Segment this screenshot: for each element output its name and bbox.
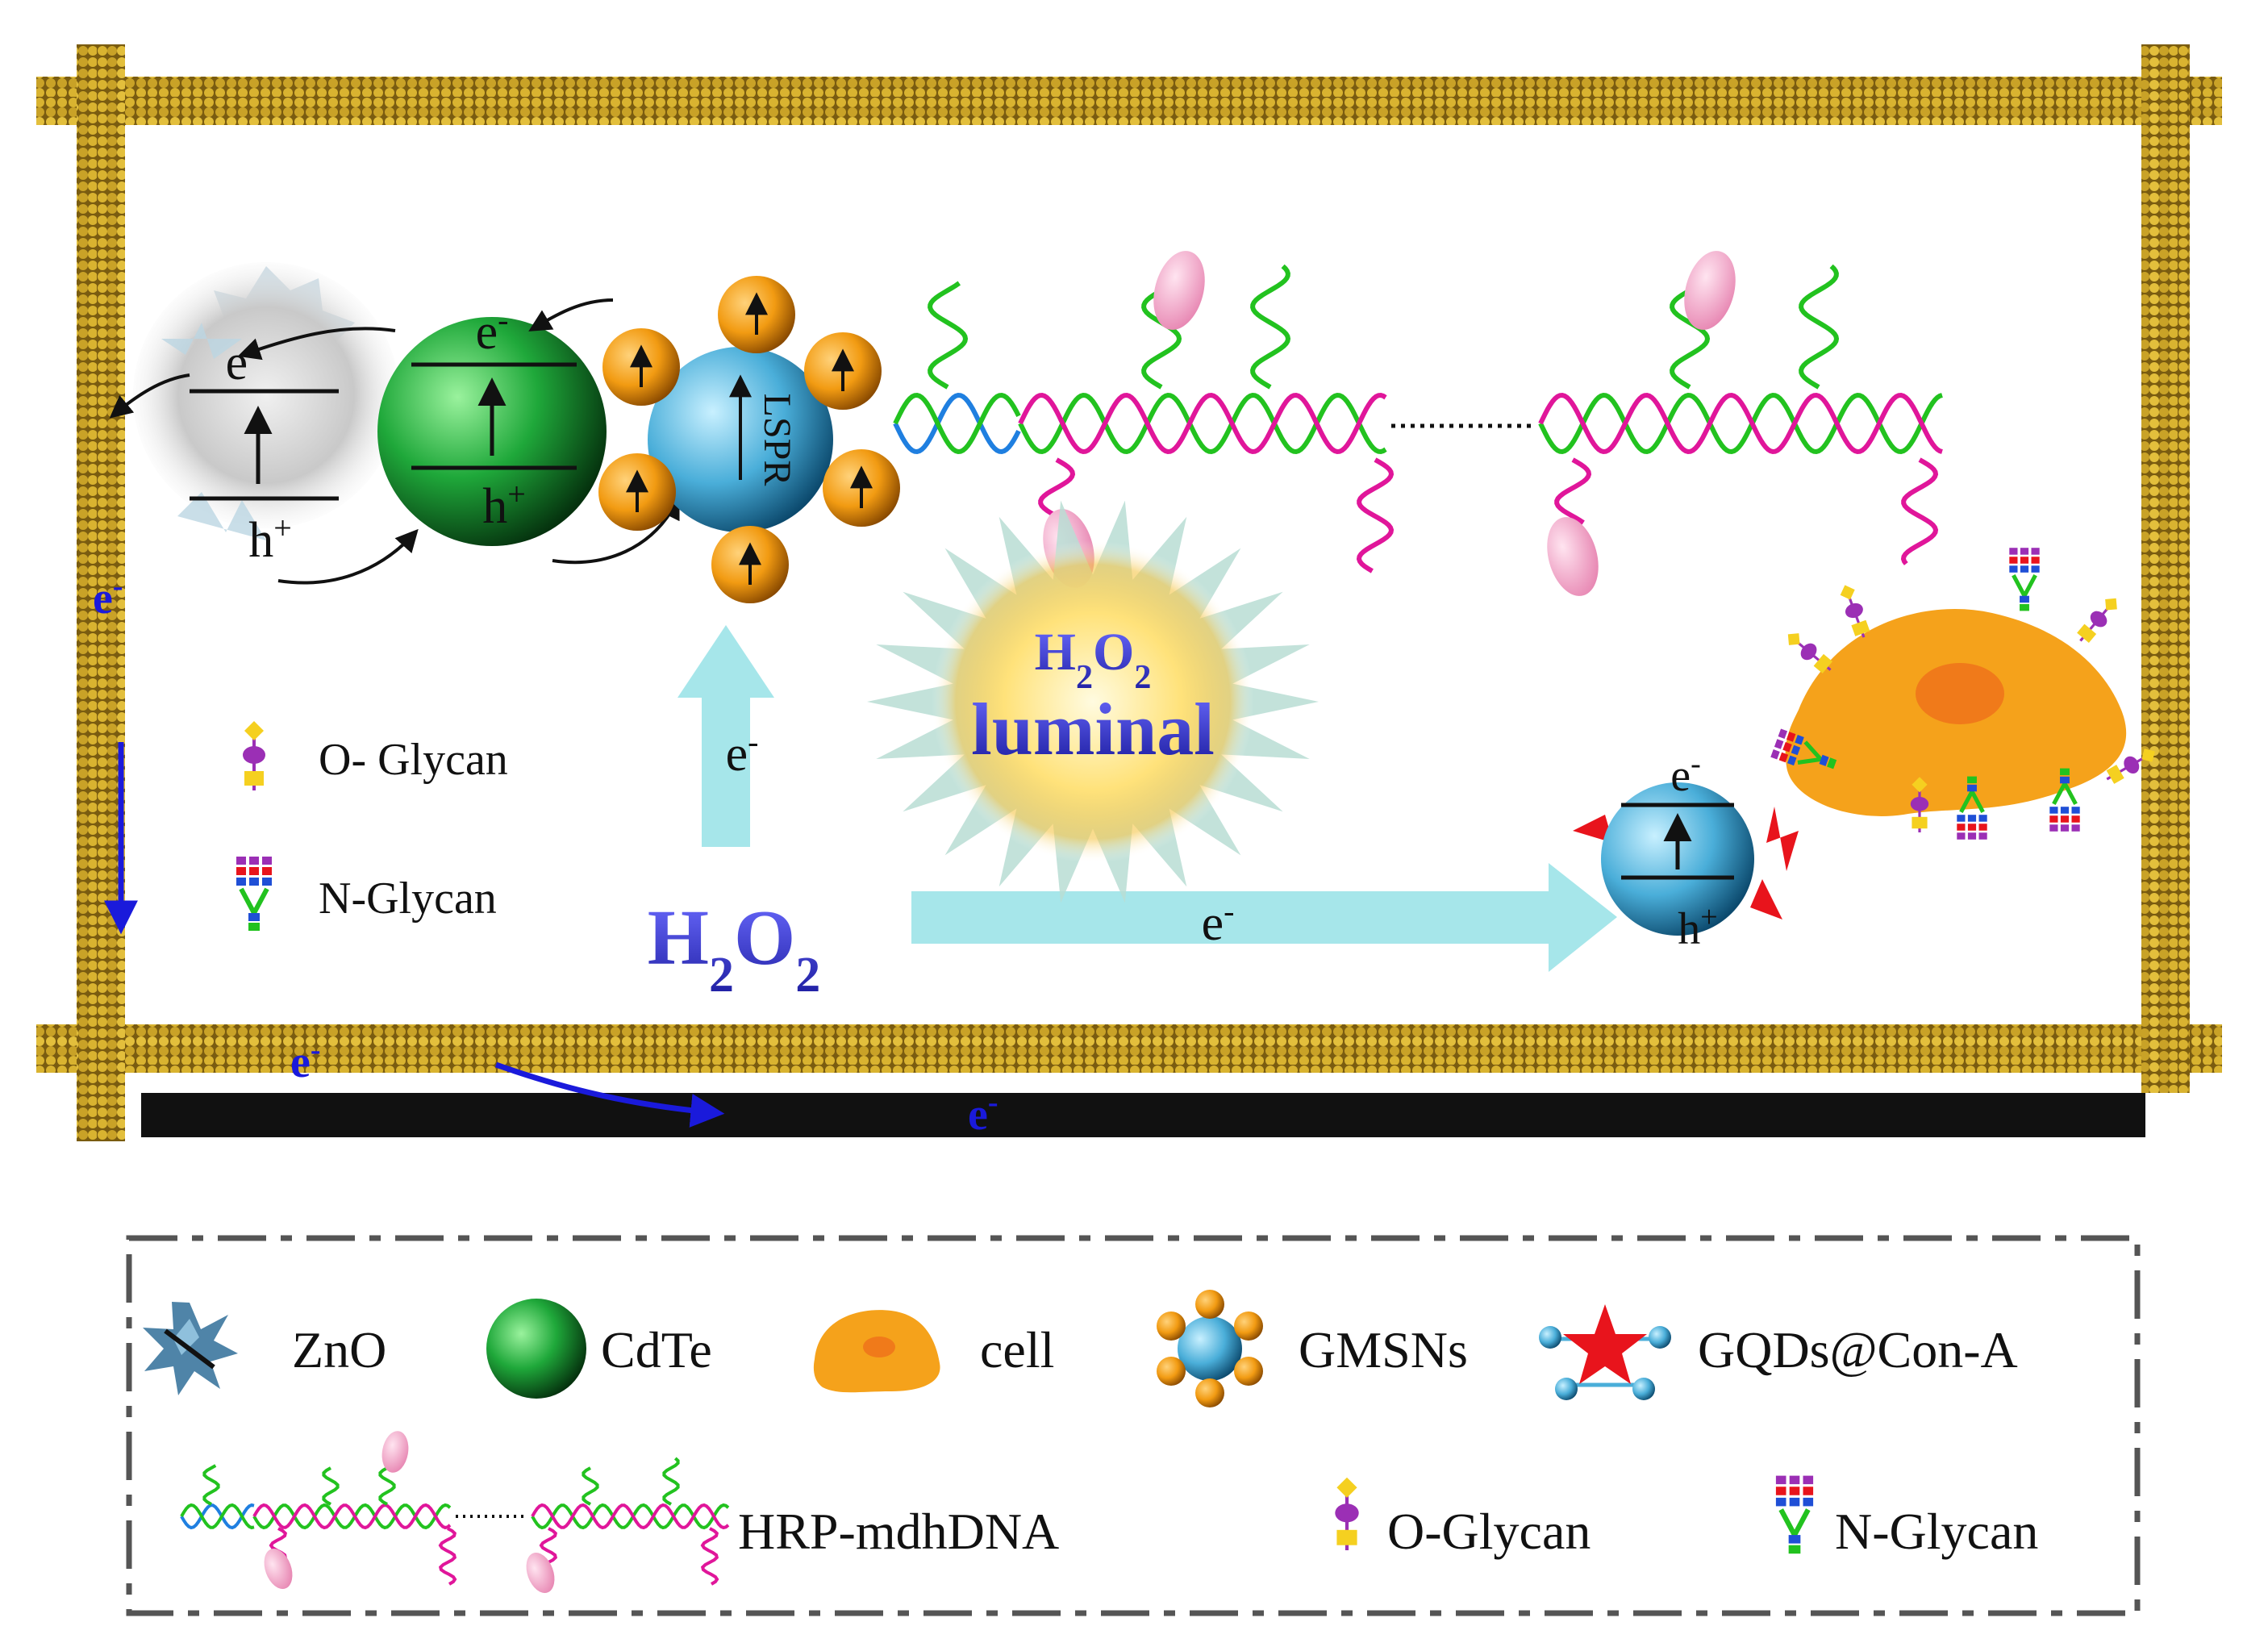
cyan-arrow-up: e-	[677, 625, 774, 847]
helix-left-strand-a	[1018, 392, 1387, 455]
dangling-strand-down	[1900, 457, 1939, 565]
o-glycan-icon	[243, 721, 265, 790]
gold-nanoparticles	[598, 276, 900, 603]
burst-h2o2-label: H2O2	[1035, 623, 1152, 696]
gold-rail-top	[36, 77, 2222, 125]
cdte-icon	[486, 1299, 586, 1399]
dangling-strand-up	[928, 281, 969, 390]
hrp-enzyme	[1153, 251, 1205, 330]
legend-row2: HRP-mdhDNA O-Glycan N-Glycan	[180, 1431, 2038, 1594]
cdte-quantum-dot: e- h+	[377, 302, 607, 546]
legend-helix-right-strand-a	[531, 1503, 730, 1530]
cell	[1770, 548, 2155, 840]
inset-o-glycan-label: O- Glycan	[319, 735, 508, 785]
helix-start-strand-b	[893, 392, 1021, 455]
gold-rail-right	[2141, 44, 2190, 1093]
svg-text:e-: e-	[1670, 747, 1701, 801]
charge-transfer-arrows	[109, 298, 680, 585]
legend-gqds-label: GQDs@Con-A	[1698, 1321, 2018, 1378]
h2o2-label: H2O2	[648, 894, 820, 1003]
n-glycan-icon	[1775, 1475, 1814, 1554]
legend-row1: ZnO CdTe cell GMSNs GQDs@Con-A	[143, 1290, 2018, 1407]
legend-cdte-label: CdTe	[601, 1321, 712, 1378]
hrp-mdhdna-icon	[180, 1431, 730, 1594]
svg-text:e-: e-	[726, 724, 759, 782]
gmsn-particle: LSPR	[598, 276, 900, 603]
o-glycan-icon	[1335, 1477, 1359, 1550]
electrode-bar	[141, 1093, 2145, 1137]
dangling-strand-up	[1799, 264, 1840, 390]
dangling-strand-down	[1554, 457, 1592, 525]
hrp-enzyme	[381, 1431, 409, 1473]
svg-text:e-: e-	[1202, 893, 1235, 952]
gqds-con-a-particle: e- h+	[1573, 747, 1799, 954]
cyan-arrow-right: e-	[911, 863, 1617, 972]
helix-right-strand-a	[1538, 392, 1943, 455]
helix-start-strand-a	[893, 392, 1021, 455]
legend-helix-left-strand-b	[252, 1503, 452, 1530]
gmsns-icon	[1157, 1290, 1263, 1407]
inset-n-glycan-label: N-Glycan	[319, 874, 497, 924]
hrp-enzyme	[264, 1548, 293, 1590]
inset-legend: O- Glycan N-Glycan	[236, 721, 508, 931]
legend-box	[126, 1235, 2141, 1616]
dangling-strand-down	[1038, 457, 1076, 525]
helix-left-strand-b	[1018, 392, 1387, 455]
svg-text:h+: h+	[482, 476, 526, 535]
legend-gmsns-label: GMSNs	[1299, 1321, 1468, 1378]
svg-text:e-: e-	[290, 1033, 321, 1087]
legend-helix-right-strand-b	[531, 1503, 730, 1530]
svg-text:LSPR: LSPR	[756, 394, 798, 486]
dangling-strand-up	[1670, 281, 1711, 390]
legend-hrp-label: HRP-mdhDNA	[738, 1503, 1059, 1560]
cell-icon	[813, 1310, 940, 1393]
legend-helix-left-strand-a	[252, 1503, 452, 1530]
n-glycan-icon	[236, 857, 272, 931]
electron-flow: e- e- e-	[93, 569, 999, 1140]
dangling-strand-up	[1250, 264, 1291, 390]
legend-zno-label: ZnO	[292, 1321, 386, 1378]
zno-icon	[143, 1302, 238, 1395]
svg-text:e-: e-	[968, 1086, 999, 1140]
hrp-enzyme	[526, 1552, 555, 1594]
legend-n-glycan-label: N-Glycan	[1835, 1503, 2038, 1560]
gold-rail-bottom	[36, 1024, 2222, 1073]
svg-text:e-: e-	[476, 302, 509, 361]
hrp-enzyme	[1684, 251, 1736, 330]
helix-right-strand-b	[1538, 392, 1943, 455]
legend-o-glycan-label: O-Glycan	[1387, 1503, 1591, 1560]
burst-luminal-label: luminal	[971, 688, 1215, 770]
svg-text:h+: h+	[1678, 900, 1717, 954]
gold-frame	[36, 44, 2222, 1141]
legend-helix-start-strand-b	[180, 1503, 255, 1530]
hrp-enzyme	[1547, 517, 1599, 596]
svg-text:e-: e-	[93, 569, 123, 623]
svg-text:h+: h+	[248, 510, 292, 569]
gold-rail-left	[77, 44, 125, 1141]
luminal-burst: H2O2 luminal	[867, 500, 1319, 903]
gqds-con-a-icon	[1539, 1304, 1671, 1400]
dangling-strand-down	[1356, 457, 1395, 573]
legend-cell-label: cell	[980, 1321, 1054, 1378]
